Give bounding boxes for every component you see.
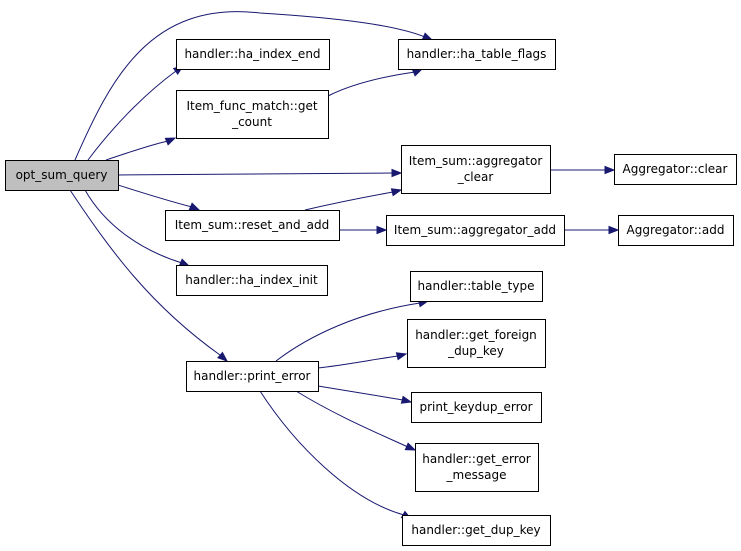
edge-line: [74, 11, 426, 161]
node-label: handler::ha_index_init: [185, 273, 318, 287]
edge-reset-and-add-to-aggregator-clear: [304, 188, 403, 211]
edge-opt-sum-query-to-print-error: [69, 189, 229, 362]
edge-line: [117, 172, 394, 176]
edge-line: [275, 302, 421, 362]
node-table-type[interactable]: handler::table_type: [410, 271, 543, 302]
edge-opt-sum-query-to-get-count: [105, 137, 177, 161]
node-box: [614, 154, 737, 185]
arrow-head-icon: [411, 68, 424, 77]
node-ha-table-flags[interactable]: handler::ha_table_flags: [398, 39, 556, 70]
node-box: [401, 145, 551, 194]
arrow-head-icon: [421, 32, 434, 41]
edge-line: [69, 189, 221, 356]
edge-line: [304, 191, 394, 211]
node-box: [176, 265, 328, 296]
arrow-head-icon: [376, 225, 388, 235]
edge-line: [117, 184, 193, 208]
node-label: Aggregator::add: [627, 223, 725, 237]
edge-print-error-to-get-foreign-dup-key: [317, 352, 408, 369]
node-box: [407, 319, 546, 368]
node-box: [398, 39, 556, 70]
edge-line: [317, 355, 399, 369]
node-label: _clear: [457, 170, 494, 184]
node-label: _count: [231, 115, 272, 129]
node-print-error[interactable]: handler::print_error: [186, 361, 319, 392]
arrow-head-icon: [400, 395, 413, 404]
node-agg-add[interactable]: Aggregator::add: [618, 215, 734, 246]
node-get-error-message[interactable]: handler::get_error_message: [415, 443, 539, 492]
node-label: opt_sum_query: [16, 168, 108, 182]
edge-get-count-to-ha-table-flags: [327, 68, 424, 97]
node-ha-index-init[interactable]: handler::ha_index_init: [176, 265, 328, 296]
node-label: handler::get_error: [422, 452, 531, 466]
node-box: [176, 90, 329, 139]
arrow-head-icon: [217, 351, 229, 362]
node-box: [186, 361, 319, 392]
arrow-head-icon: [391, 168, 403, 178]
node-label: handler::ha_index_end: [184, 47, 320, 61]
node-label: Item_sum::aggregator: [409, 154, 543, 168]
node-label: _dup_key: [447, 344, 504, 358]
arrow-head-icon: [164, 137, 177, 146]
node-print-keydup-error[interactable]: print_keydup_error: [411, 392, 542, 423]
node-label: handler::get_foreign: [415, 328, 537, 342]
edge-print-error-to-get-error-message: [295, 390, 417, 451]
node-reset-and-add[interactable]: Item_sum::reset_and_add: [165, 210, 340, 241]
node-get-foreign-dup-key[interactable]: handler::get_foreign_dup_key: [407, 319, 546, 368]
node-aggregator-clear[interactable]: Item_sum::aggregator_clear: [401, 145, 551, 194]
node-label: Aggregator::clear: [623, 162, 728, 176]
node-label: handler::table_type: [418, 279, 535, 293]
node-label: print_keydup_error: [419, 400, 532, 414]
node-aggregator-add[interactable]: Item_sum::aggregator_add: [386, 215, 565, 246]
arrow-head-icon: [604, 165, 616, 175]
edge-print-error-to-get-dup-key: [259, 390, 413, 520]
node-label: Item_func_match::get: [186, 99, 317, 113]
edge-opt-sum-query-to-ha-index-end: [87, 65, 185, 161]
node-box: [176, 39, 330, 70]
edge-opt-sum-query-to-aggregator-clear: [117, 168, 403, 178]
node-label: Item_sum::reset_and_add: [175, 218, 330, 232]
arrow-head-icon: [608, 225, 620, 235]
node-box: [402, 515, 551, 546]
node-box: [618, 215, 734, 246]
node-box: [411, 392, 542, 423]
node-label: handler::ha_table_flags: [407, 47, 547, 61]
node-box: [415, 443, 539, 492]
edge-line: [84, 189, 183, 264]
arrow-head-icon: [404, 442, 417, 451]
node-ha-index-end[interactable]: handler::ha_index_end: [176, 39, 330, 70]
node-get-dup-key[interactable]: handler::get_dup_key: [402, 515, 551, 546]
arrow-head-icon: [390, 188, 403, 197]
arrow-head-icon: [188, 202, 201, 211]
edge-line: [105, 140, 169, 161]
node-box: [410, 271, 543, 302]
edge-aggregator-clear-to-agg-clear: [550, 165, 616, 175]
node-label: handler::print_error: [194, 369, 311, 383]
node-label: handler::get_dup_key: [411, 523, 540, 537]
edge-opt-sum-query-to-reset-and-add: [117, 184, 201, 211]
node-box: [5, 160, 119, 191]
edge-line: [87, 70, 177, 161]
node-get-count[interactable]: Item_func_match::get_count: [176, 90, 329, 139]
node-box: [165, 210, 340, 241]
edge-reset-and-add-to-aggregator-add: [338, 225, 388, 235]
node-opt-sum-query[interactable]: opt_sum_query: [5, 160, 119, 191]
edge-print-error-to-table-type: [275, 299, 430, 362]
node-label: _message: [446, 468, 507, 482]
edge-print-error-to-print-keydup-error: [317, 385, 413, 404]
edge-line: [327, 71, 416, 97]
edge-line: [295, 390, 409, 448]
arrow-head-icon: [395, 352, 408, 361]
arrow-head-icon: [178, 258, 191, 267]
call-graph-edges: [69, 11, 620, 520]
node-label: Item_sum::aggregator_add: [394, 223, 556, 237]
edge-line: [317, 385, 404, 401]
edge-line: [259, 390, 405, 516]
edge-aggregator-add-to-agg-add: [563, 225, 620, 235]
node-agg-clear[interactable]: Aggregator::clear: [614, 154, 737, 185]
node-box: [386, 215, 565, 246]
